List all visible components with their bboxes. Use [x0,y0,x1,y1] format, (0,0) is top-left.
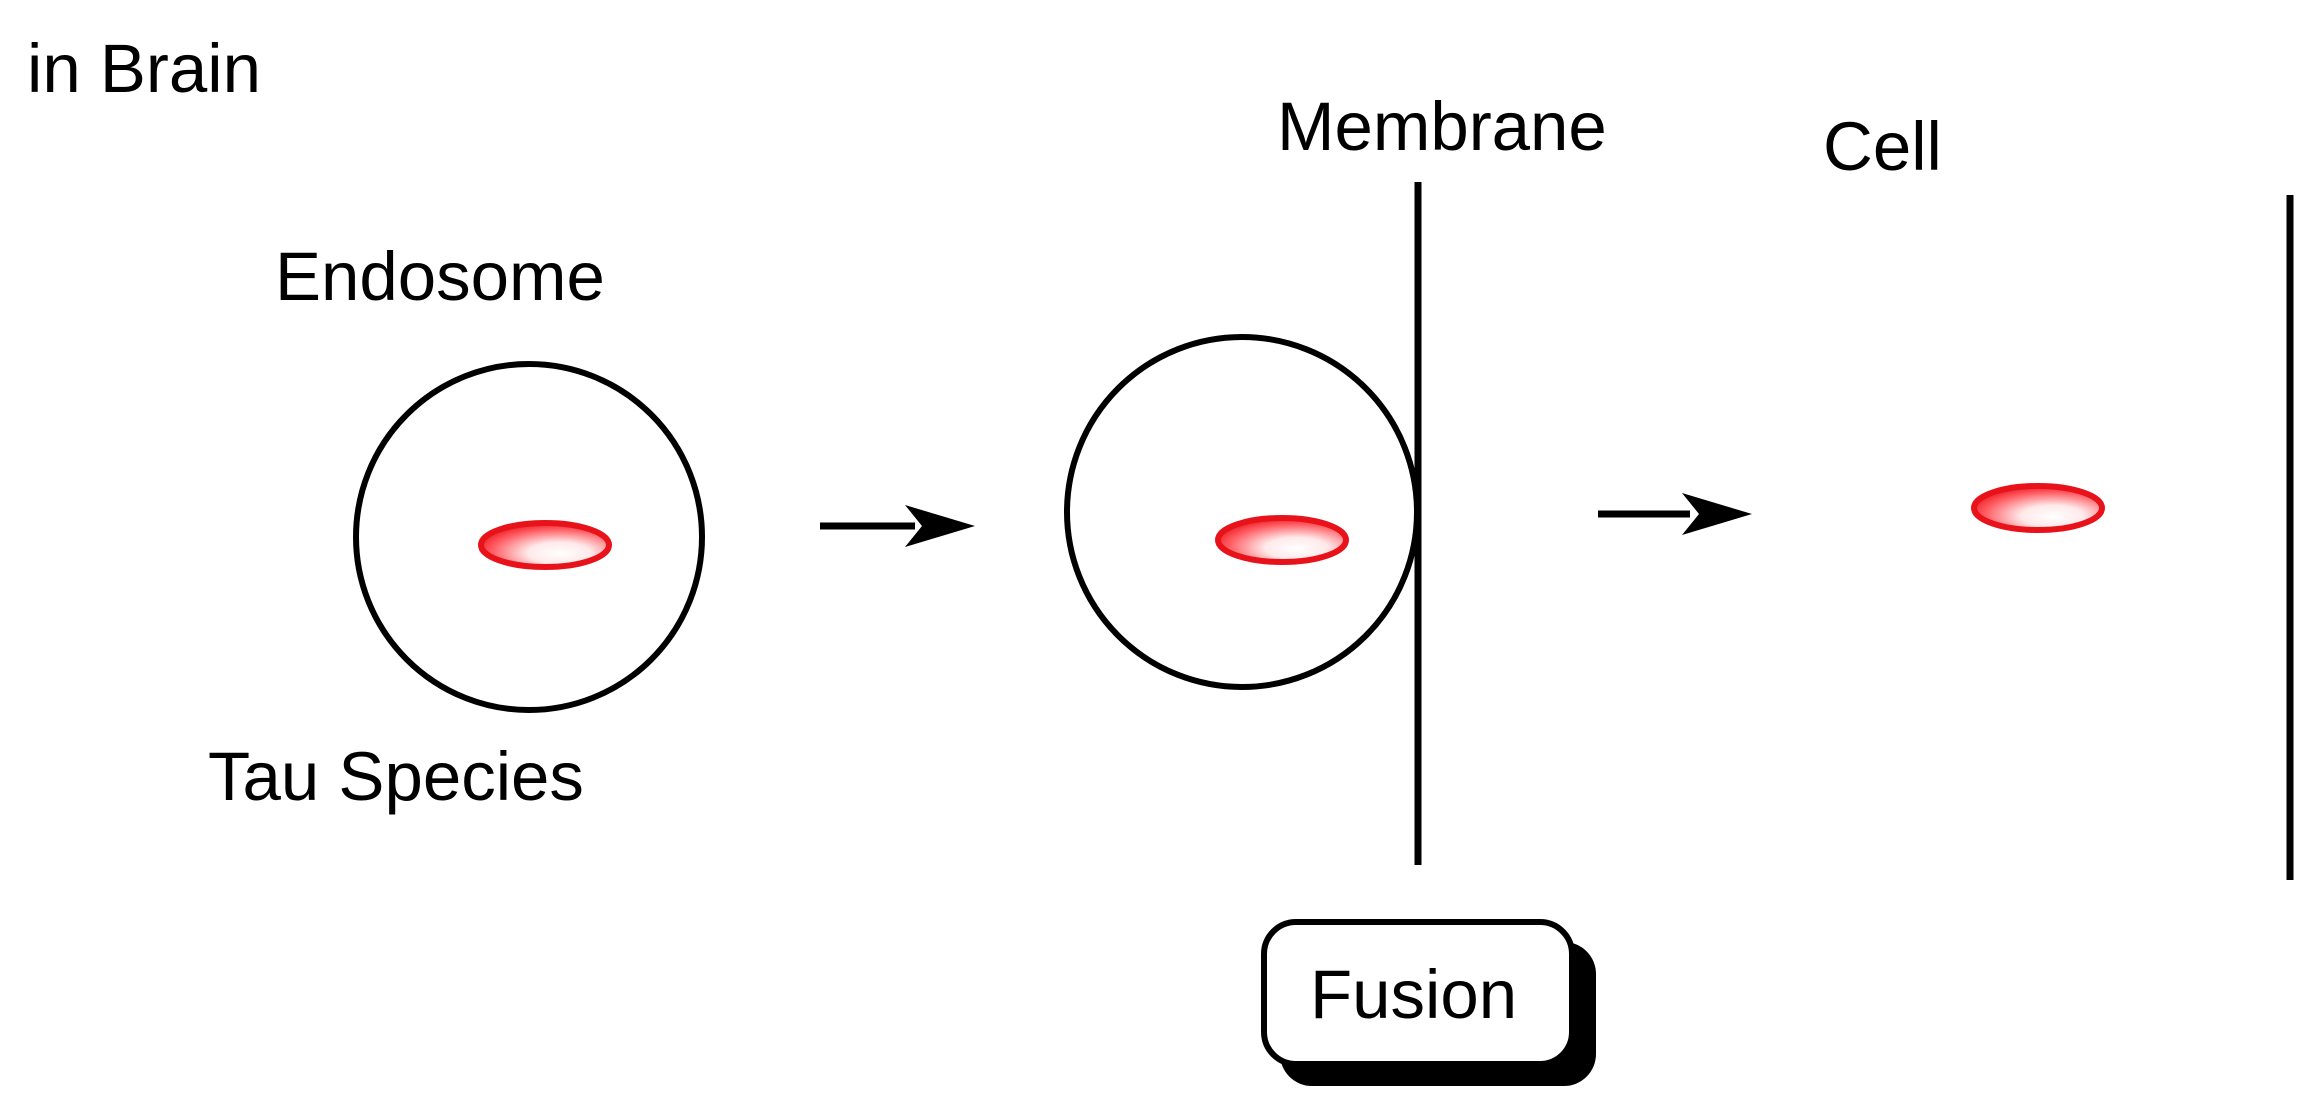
tau-species-particle-docked [1215,515,1349,565]
membrane-label: Membrane [1277,88,1607,165]
arrow-right-2 [1598,493,1752,535]
endosome-label: Endosome [275,238,605,315]
fusion-label: Fusion [1310,956,1517,1033]
endosome-docked-circle [1064,334,1420,690]
fusion-badge: Fusion [1261,919,1596,1086]
arrow-right-1 [820,505,975,547]
context-label: in Brain [27,30,261,107]
tau-species-label: Tau Species [208,738,584,815]
cell-label: Cell [1823,108,1942,185]
tau-species-particle-released [1971,483,2105,533]
tau-species-particle [478,520,612,570]
